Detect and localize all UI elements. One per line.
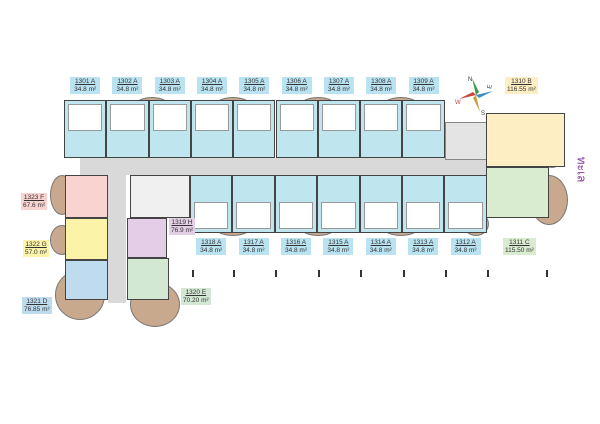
unit-area: 34.8 m²: [158, 85, 181, 93]
unit-block: [444, 175, 487, 233]
unit-area: 34.8 m²: [201, 85, 224, 93]
corridor-vertical: [108, 158, 126, 303]
unit-area: 34.8 m²: [242, 246, 265, 254]
unit-block: [317, 100, 361, 158]
corridor: [80, 158, 492, 175]
unit-area: 34.8 m²: [200, 246, 223, 254]
unit-block: [402, 175, 445, 233]
unit-block: [148, 100, 191, 158]
unit-area: 34.8 m²: [327, 85, 350, 93]
unit-area: 34.8 m²: [285, 85, 308, 93]
lift-stair-core: [130, 175, 190, 218]
unit-id: 1313 A: [413, 239, 434, 246]
unit-id: 1317 A: [243, 239, 264, 246]
unit-area: 34.8 m²: [327, 246, 350, 254]
unit-1311-block: [486, 167, 549, 218]
unit-1319-block: [127, 218, 167, 258]
unit-block: [274, 175, 318, 233]
unit-id: 1318 A: [201, 239, 222, 246]
unit-id: 1303 A: [159, 78, 180, 85]
unit-1323-block: [65, 175, 108, 218]
unit-area: 34.8 m²: [454, 246, 477, 254]
compass-e: E: [487, 84, 494, 89]
unit-id: 1309 A: [413, 78, 434, 85]
unit-block: [233, 100, 276, 158]
unit-id: 1301 A: [75, 78, 96, 85]
unit-id: 1312 A: [455, 239, 476, 246]
stair-core-east: [445, 122, 489, 160]
unit-block: [402, 100, 445, 158]
unit-block: [232, 175, 275, 233]
unit-id: 1314 A: [370, 239, 391, 246]
unit-id: 1307 A: [328, 78, 350, 85]
unit-area: 34.8 m²: [74, 85, 97, 93]
unit-area: 34.8 m²: [369, 246, 392, 254]
unit-id: 1316 A: [285, 239, 307, 246]
unit-id: 1304 A: [201, 78, 223, 85]
unit-1321-block: [65, 260, 108, 300]
compass-s: S: [481, 111, 485, 116]
compass-w: W: [455, 100, 461, 106]
compass-icon: N E S W: [455, 77, 494, 116]
unit-area: 34.8 m²: [243, 85, 266, 93]
unit-id: 1306 A: [286, 78, 307, 85]
unit-area: 34.8 m²: [116, 85, 139, 93]
unit-area: 34.8 m²: [412, 85, 435, 93]
unit-id: 1305 A: [244, 78, 265, 85]
unit-area: 34.8 m²: [412, 246, 435, 254]
unit-area: 34.8 m²: [284, 246, 308, 254]
unit-block: [275, 100, 318, 158]
unit-area: 34.8 m²: [370, 85, 393, 93]
unit-id: 1315 A: [328, 239, 349, 246]
unit-block: [106, 100, 149, 158]
sea-label: ทะเล: [574, 156, 589, 183]
compass-n: N: [468, 77, 472, 83]
unit-1322-block: [65, 218, 108, 260]
unit-block: [359, 175, 402, 233]
unit-block: [190, 175, 233, 233]
unit-id: 1302 A: [117, 78, 138, 85]
unit-1310-block: [486, 113, 565, 167]
unit-block: [64, 100, 107, 158]
unit-block: [317, 175, 360, 233]
unit-block: [190, 100, 234, 158]
unit-block: [360, 100, 403, 158]
unit-1320-block: [127, 258, 169, 300]
unit-id: 1308 A: [371, 78, 392, 85]
